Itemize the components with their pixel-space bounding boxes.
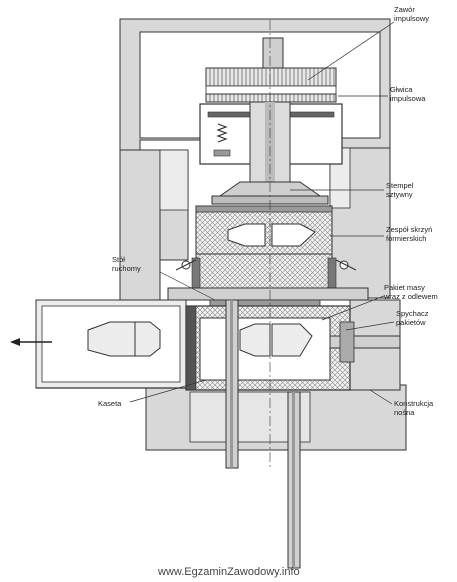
label-zawor-impulsowy: Zawór impulsowy <box>394 5 430 23</box>
label-konstrukcja-nosna: Konstrukcja nośna <box>394 399 434 417</box>
watermark: www.EgzaminZawodowy.info <box>158 566 300 578</box>
label-stol-ruchomy: Stół ruchomy <box>112 255 141 273</box>
ejection-arrow <box>10 338 52 346</box>
cassette <box>35 299 187 389</box>
package-pusher <box>329 321 401 363</box>
label-pakiet-masy: Pakiet masy wraz z odlewem <box>384 283 438 301</box>
ejector-rods <box>225 299 301 569</box>
molding-boxes <box>175 205 357 291</box>
label-spychacz-pakietow: Spychacz pakietów <box>396 309 429 327</box>
label-stempel-sztywny: Stempel sztywny <box>386 181 414 199</box>
moving-table <box>167 287 369 307</box>
label-glowica-impulsowa: Głwica impulsowa <box>390 85 426 103</box>
leader-lines <box>129 21 395 405</box>
label-kaseta: Kaseta <box>98 399 122 408</box>
label-zespol-skrzyn: Zespół skrzyń formierskich <box>386 225 433 243</box>
